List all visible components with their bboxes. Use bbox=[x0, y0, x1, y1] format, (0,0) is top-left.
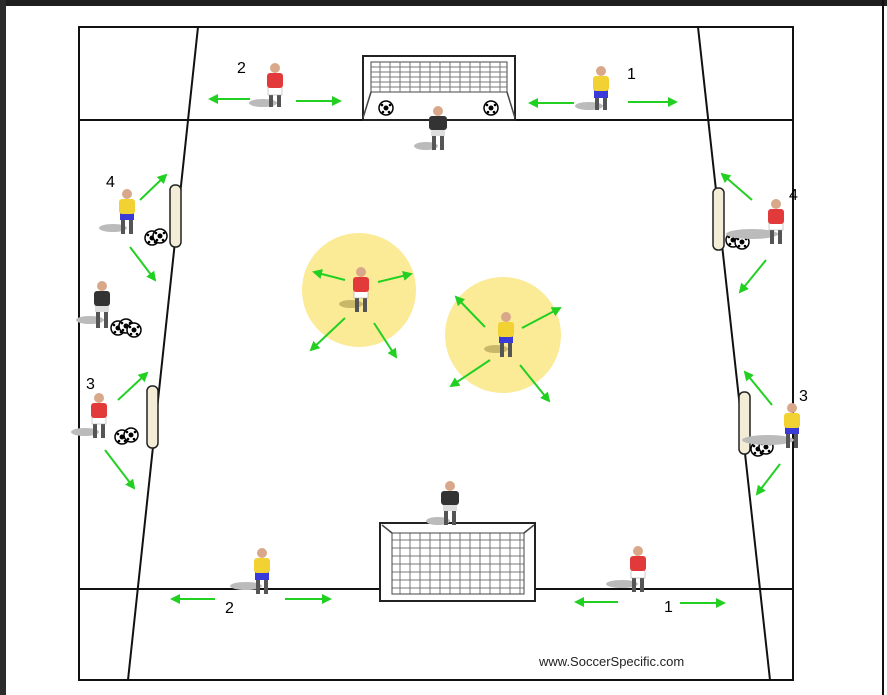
arrow bbox=[757, 464, 780, 494]
label-right-upper: 4 bbox=[789, 187, 798, 204]
ball-icon bbox=[484, 101, 498, 115]
ball-stack-left-lower bbox=[115, 428, 138, 444]
player-yellow-bottom-left bbox=[230, 548, 270, 594]
arrow bbox=[740, 260, 766, 292]
goalkeeper-bottom bbox=[426, 481, 459, 525]
label-bottom-left: 2 bbox=[225, 600, 234, 617]
ball-icon bbox=[379, 101, 393, 115]
player-red-bottom-right bbox=[606, 546, 646, 592]
right-lower-mini-goal bbox=[739, 392, 750, 454]
player-yellow-left-upper bbox=[99, 189, 135, 234]
right-slanted-line bbox=[698, 27, 770, 680]
left-slanted-line bbox=[128, 27, 198, 680]
player-red-left-lower bbox=[71, 393, 107, 438]
arrow bbox=[118, 373, 147, 400]
ball-stack-left-middle bbox=[111, 319, 141, 337]
left-lower-mini-goal bbox=[147, 386, 158, 448]
label-left-lower: 3 bbox=[86, 376, 95, 393]
right-upper-mini-goal bbox=[713, 188, 724, 250]
player-red-top-left bbox=[249, 63, 283, 107]
watermark-text: www.SoccerSpecific.com bbox=[538, 654, 684, 669]
arrow bbox=[130, 247, 155, 280]
arrow bbox=[105, 450, 134, 488]
arrow bbox=[722, 174, 752, 200]
label-top-left: 2 bbox=[237, 60, 246, 77]
label-top-right: 1 bbox=[627, 66, 636, 83]
ball-stack-left-upper bbox=[145, 229, 167, 245]
bottom-goal bbox=[380, 523, 535, 601]
left-upper-mini-goal bbox=[170, 185, 181, 247]
player-yellow-top-right bbox=[575, 66, 609, 110]
label-right-lower: 3 bbox=[799, 388, 808, 405]
player-red-right-upper bbox=[726, 199, 784, 244]
label-bottom-right: 1 bbox=[664, 599, 673, 616]
label-left-upper: 4 bbox=[106, 174, 115, 191]
arrow bbox=[140, 175, 166, 200]
player-dark-left-middle bbox=[76, 281, 110, 328]
